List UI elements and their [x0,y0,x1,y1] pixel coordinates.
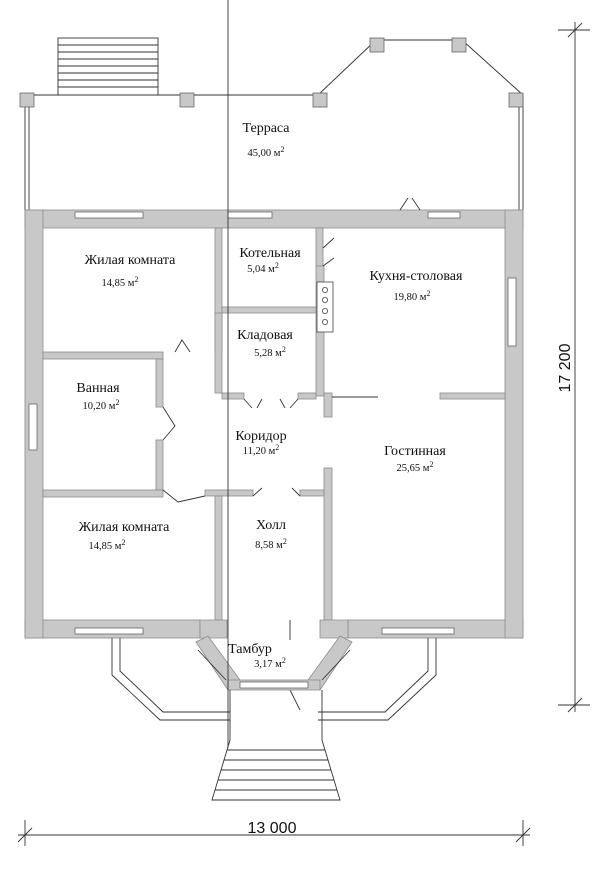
room-corridor: Коридор 11,20 м2 [235,429,286,457]
svg-text:19,80 м2: 19,80 м2 [394,289,431,303]
dimension-height: 17 200 [557,22,590,713]
svg-text:13 000: 13 000 [248,820,297,837]
room-living-2: Жилая комната 14,85 м2 [79,520,170,552]
entrance-stairs [211,0,341,801]
room-living-1: Жилая комната 14,85 м2 [85,253,176,289]
svg-text:Гостинная: Гостинная [384,444,446,459]
room-lounge: Гостинная 25,65 м2 [384,444,446,474]
svg-text:10,20 м2: 10,20 м2 [83,398,120,412]
room-labels: Терраса 45,00 м2 Жилая комната 14,85 м2 … [76,121,463,670]
exterior-walls [24,209,524,639]
svg-text:Тамбур: Тамбур [228,642,272,657]
room-vestibule: Тамбур 3,17 м2 [228,642,286,670]
room-kitchen: Кухня-столовая 19,80 м2 [370,269,463,303]
svg-text:Ванная: Ванная [76,381,120,396]
svg-text:Терраса: Терраса [242,121,290,136]
room-hall: Холл 8,58 м2 [255,518,287,551]
room-terrace: Терраса 45,00 м2 [242,121,290,159]
svg-text:14,85 м2: 14,85 м2 [102,275,139,289]
svg-text:14,85 м2: 14,85 м2 [89,538,126,552]
terrace-area [19,37,524,210]
svg-text:5,28 м2: 5,28 м2 [254,345,286,359]
svg-text:11,20 м2: 11,20 м2 [243,443,280,457]
svg-text:17 200: 17 200 [557,343,574,392]
dimension-width: 13 000 [17,820,531,846]
svg-text:5,04 м2: 5,04 м2 [247,261,279,275]
svg-text:Жилая комната: Жилая комната [79,520,170,535]
terrace-stairs [57,37,159,96]
entrance-vestibule [111,0,437,801]
room-bath: Ванная 10,20 м2 [76,381,120,412]
windows [28,211,517,635]
doors [162,197,421,711]
svg-text:45,00 м2: 45,00 м2 [248,145,285,159]
room-pantry: Кладовая 5,28 м2 [237,328,293,359]
svg-text:Кладовая: Кладовая [237,328,293,343]
svg-text:Кухня-столовая: Кухня-столовая [370,269,463,284]
svg-text:25,65 м2: 25,65 м2 [397,460,434,474]
svg-text:Холл: Холл [256,518,286,533]
svg-text:3,17 м2: 3,17 м2 [254,656,286,670]
svg-text:Жилая комната: Жилая комната [85,253,176,268]
svg-text:Котельная: Котельная [239,246,301,261]
svg-text:8,58 м2: 8,58 м2 [255,537,287,551]
room-boiler: Котельная 5,04 м2 [239,246,301,275]
svg-text:Коридор: Коридор [235,429,286,444]
stove-icon [316,281,334,333]
